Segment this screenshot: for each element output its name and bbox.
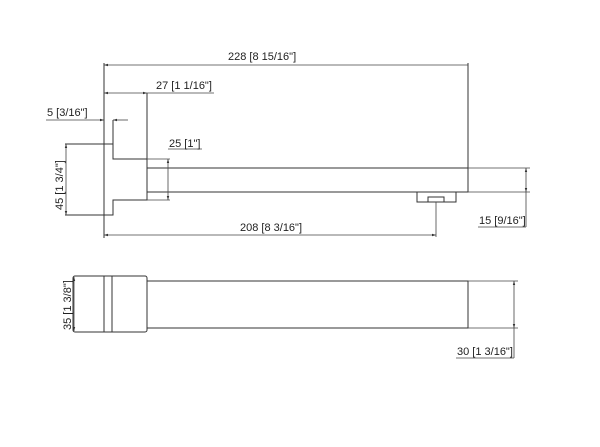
dim-overall-length: 228 [8 15/16"] — [228, 51, 296, 63]
outlet-aerator — [427, 196, 445, 203]
dim-side-flange-width: 35 [1 3/8"] — [62, 280, 74, 330]
top-view: 35 [1 3/8"] 30 [1 3/16"] — [62, 275, 518, 359]
spout-pipe-side — [147, 280, 469, 329]
dim-outlet-drop: 15 [9/16"] — [479, 215, 526, 227]
front-view: 228 [8 15/16"] 27 [1 1/16"] 5 [3/16"] 25… — [46, 51, 530, 238]
flange-outline — [65, 143, 148, 216]
dim-flange-height: 45 [1 3/4"] — [54, 160, 66, 210]
dim-side-pipe-width: 30 [1 3/16"] — [457, 346, 513, 358]
dim-flange-depth: 27 [1 1/16"] — [156, 80, 212, 92]
flange-side — [72, 275, 148, 333]
spout-pipe — [147, 167, 469, 193]
dim-wall-offset: 5 [3/16"] — [47, 107, 88, 119]
dim-pipe-height: 25 [1"] — [169, 138, 200, 150]
dim-outlet-distance: 208 [8 3/16"] — [240, 222, 302, 234]
